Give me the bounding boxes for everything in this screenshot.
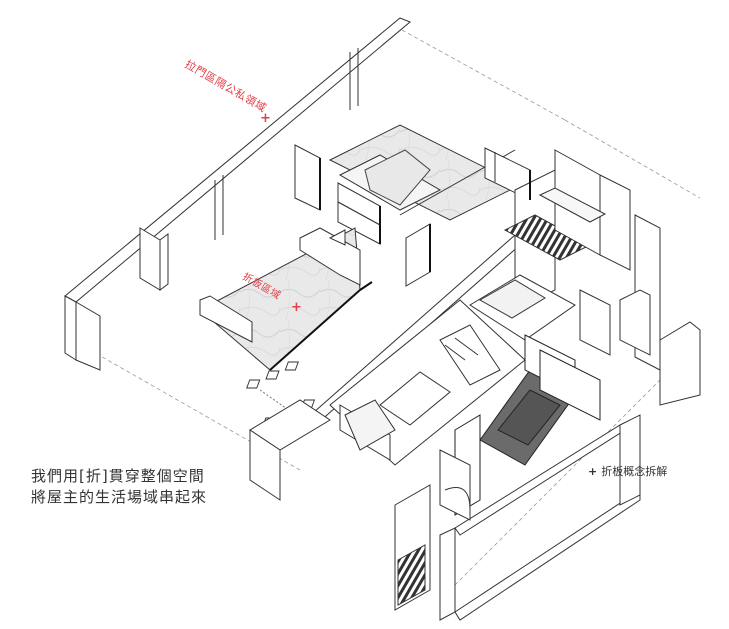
right-outer-wall	[579, 214, 701, 406]
concept-plus: +	[588, 465, 598, 478]
dashed-guides	[89, 29, 701, 601]
caption-text: 我們用[折]貫穿整個空間 將屋主的生活場域串起來	[31, 466, 207, 508]
lower-block	[249, 399, 641, 621]
concept-text: 折板概念拆解	[601, 465, 668, 478]
folded-board-zone	[199, 223, 431, 371]
caption-line-2: 將屋主的生活場域串起來	[31, 488, 208, 506]
left-outer-wall	[64, 17, 411, 371]
plus-marker-top: +	[260, 111, 271, 126]
upper-room-floor	[294, 124, 522, 245]
caption-line-1: 我們用[折]貫穿整個空間	[31, 467, 205, 485]
plus-marker-mid: +	[291, 300, 302, 315]
folded-partitions	[319, 158, 531, 272]
concept-label: +折板概念拆解	[588, 463, 667, 479]
right-bedroom	[469, 149, 631, 341]
